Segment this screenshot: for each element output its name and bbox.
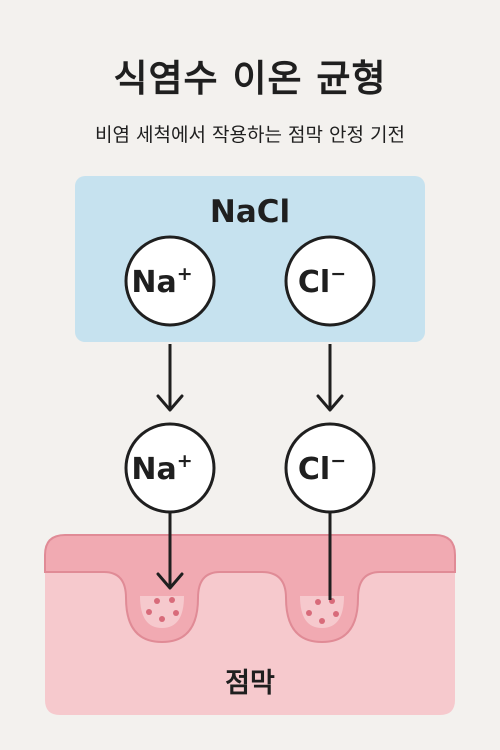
chloride-charge: − <box>330 263 346 285</box>
chloride-symbol: Cl <box>298 265 330 300</box>
sodium-symbol: Na <box>131 452 176 487</box>
svg-text:Cl−: Cl− <box>298 263 346 300</box>
sodium-charge: + <box>177 263 193 285</box>
sodium-symbol: Na <box>131 265 176 300</box>
sodium-ion-bottom: Na+ <box>124 422 216 514</box>
svg-text:Cl−: Cl− <box>298 450 346 487</box>
membrane-label: 점막 <box>225 668 275 699</box>
sodium-charge: + <box>177 450 193 472</box>
dissociation-arrow-chloride <box>316 344 344 412</box>
page-title: 식염수 이온 균형 <box>113 57 387 100</box>
nacl-label: NaCl <box>210 194 290 230</box>
svg-text:Na+: Na+ <box>131 450 192 487</box>
sodium-ion-top: Na+ <box>124 235 216 327</box>
chloride-ion-top: Cl− <box>284 235 376 327</box>
sodium-to-membrane-arrow <box>156 512 184 590</box>
dissociation-arrow-sodium <box>156 344 184 412</box>
page-subtitle: 비염 세척에서 작용하는 점막 안정 기전 <box>95 124 405 146</box>
svg-text:Na+: Na+ <box>131 263 192 300</box>
chloride-ion-bottom: Cl− <box>284 422 376 514</box>
mucosa-membrane <box>44 534 456 715</box>
chloride-charge: − <box>330 450 346 472</box>
gland-dots-left <box>146 597 179 622</box>
chloride-symbol: Cl <box>298 452 330 487</box>
